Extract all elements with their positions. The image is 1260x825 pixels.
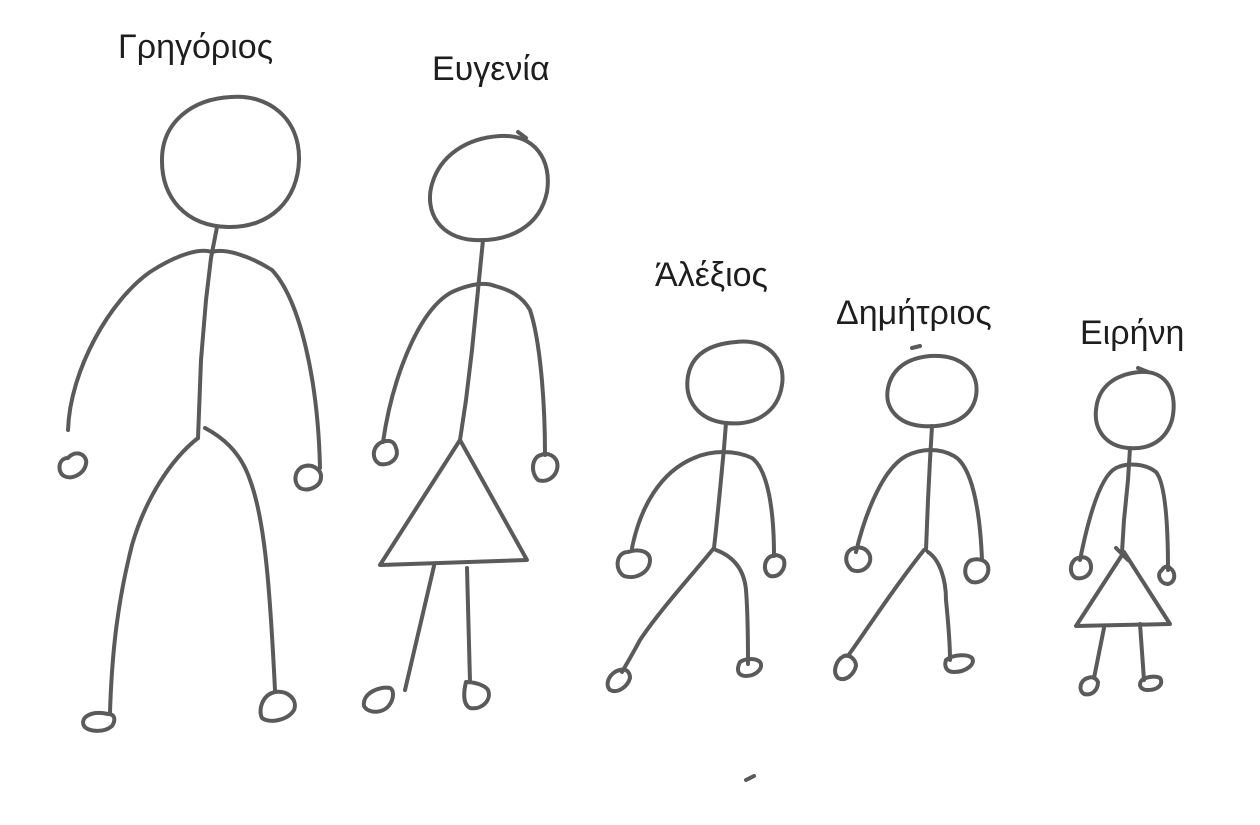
dress — [378, 438, 529, 567]
head — [885, 353, 979, 429]
left-hand — [1069, 555, 1093, 581]
arms — [381, 282, 547, 457]
left-hand — [57, 451, 89, 480]
name-label-dimitrios: Δημήτριος — [836, 294, 992, 332]
stick-figure-evgenia — [361, 130, 560, 714]
body — [458, 238, 485, 442]
right-leg — [1138, 622, 1146, 682]
name-label-grigorios: Γρηγόριος — [118, 28, 274, 66]
head — [428, 133, 550, 243]
right-foot — [943, 653, 975, 674]
stray-mark — [744, 774, 756, 782]
left-foot — [833, 653, 858, 681]
right-hand — [763, 553, 787, 579]
right-hand — [1157, 564, 1177, 586]
dress — [1074, 550, 1172, 628]
hair-wisp — [910, 344, 922, 350]
head — [159, 94, 302, 230]
right-leg — [714, 548, 750, 666]
name-label-eirini: Ειρήνη — [1080, 314, 1185, 352]
left-hand — [615, 548, 652, 579]
right-hand — [293, 463, 324, 492]
arms — [854, 448, 984, 562]
left-leg — [620, 546, 716, 674]
left-hand — [371, 438, 399, 467]
shoulders — [66, 248, 322, 470]
stick-figure-alexios — [605, 339, 787, 693]
stick-figure-grigorios — [57, 94, 324, 733]
right-foot — [462, 680, 491, 711]
left-leg — [403, 564, 436, 692]
right-leg — [926, 550, 952, 662]
right-hand — [963, 557, 991, 585]
left-leg — [846, 548, 926, 658]
right-hand — [531, 451, 560, 483]
head — [685, 339, 785, 426]
left-leg — [1092, 626, 1106, 680]
left-leg — [108, 436, 200, 714]
head — [1093, 369, 1176, 451]
hair-wisp — [516, 130, 528, 140]
arms — [630, 450, 776, 558]
left-foot — [81, 711, 117, 733]
name-label-evgenia: Ευγενία — [432, 50, 550, 88]
left-foot — [605, 667, 632, 693]
name-label-alexios: Άλέξιος — [655, 256, 768, 294]
body — [196, 225, 219, 440]
left-foot — [361, 685, 395, 714]
right-foot — [736, 657, 763, 678]
right-foot — [1138, 674, 1164, 692]
body — [712, 421, 728, 550]
body — [924, 424, 934, 552]
right-foot — [258, 689, 297, 723]
stick-figure-eirini — [1069, 366, 1177, 697]
hair-wisp — [1136, 366, 1150, 374]
right-leg — [203, 426, 277, 692]
right-leg — [465, 566, 472, 684]
left-hand — [844, 545, 873, 573]
left-foot — [1078, 675, 1100, 697]
dress-mark — [1114, 546, 1130, 562]
stick-figure-dimitrios — [833, 344, 991, 681]
arms — [1078, 462, 1170, 572]
